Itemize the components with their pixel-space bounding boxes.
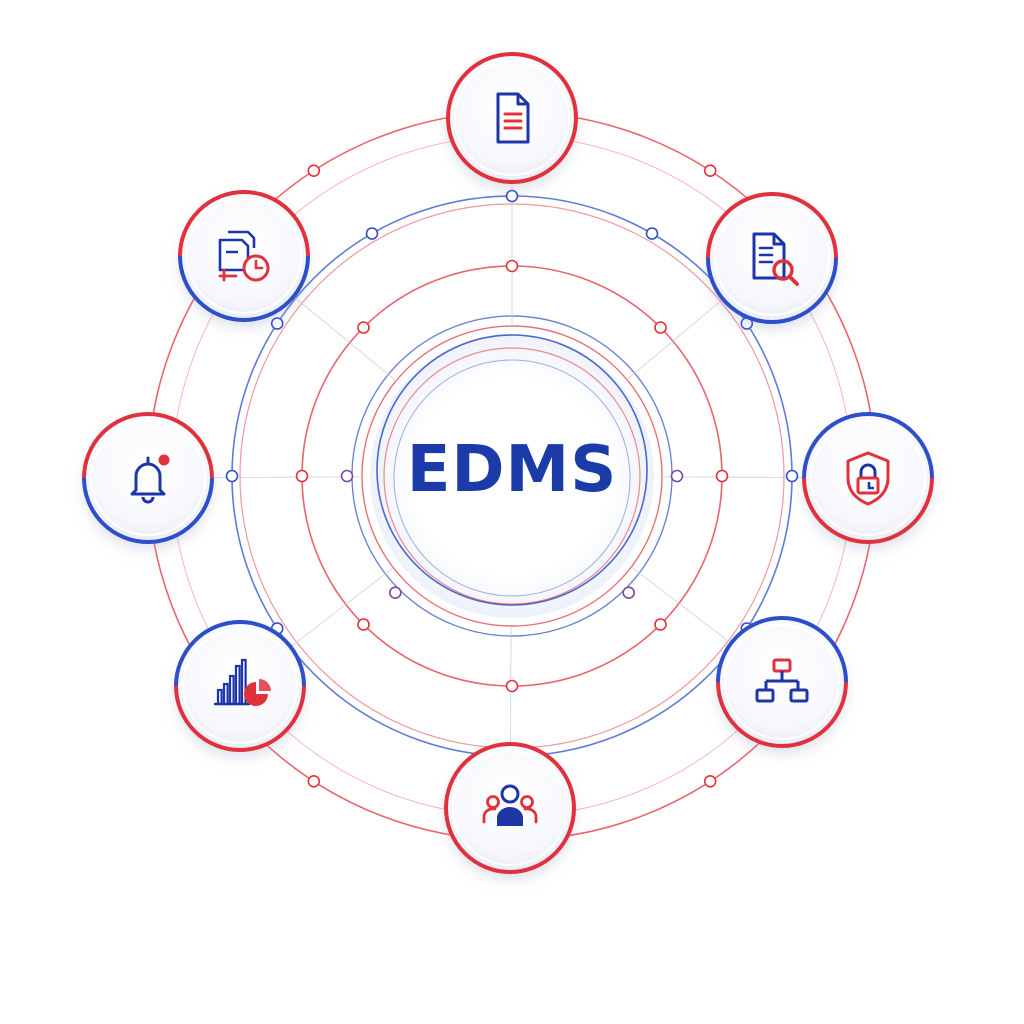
node-ring-top xyxy=(706,192,838,259)
document-icon xyxy=(496,92,530,144)
connector-dot xyxy=(505,189,519,203)
module-node-collaboration[interactable] xyxy=(444,742,576,874)
connector-dot xyxy=(645,227,659,240)
connector-dot xyxy=(654,321,667,334)
node-ring-bottom xyxy=(82,477,214,544)
center-ring-inner xyxy=(393,359,631,597)
module-node-document-search[interactable] xyxy=(706,192,838,324)
node-ring-inner xyxy=(90,420,206,536)
connector-dot xyxy=(715,469,729,483)
bell-icon xyxy=(130,454,170,504)
connector-dot xyxy=(365,227,379,240)
connector-dot xyxy=(295,469,309,483)
node-ring-top xyxy=(82,412,214,479)
center-ring-red xyxy=(383,347,641,605)
node-disc xyxy=(84,414,212,542)
node-ring-inner xyxy=(454,60,570,176)
node-disc xyxy=(708,194,836,322)
connector-dot xyxy=(307,164,321,177)
connector-dot xyxy=(622,586,636,600)
center-disc xyxy=(370,334,654,618)
node-ring-inner xyxy=(724,624,840,740)
node-disc xyxy=(448,54,576,182)
connector-dot xyxy=(703,164,717,177)
node-ring-bottom xyxy=(174,685,306,752)
node-ring-inner xyxy=(810,420,926,536)
connector-dot xyxy=(388,586,402,600)
connector-dot xyxy=(307,774,321,788)
module-node-workflow[interactable] xyxy=(716,616,848,748)
shield-lock-icon xyxy=(846,451,890,506)
module-node-document[interactable] xyxy=(446,52,578,184)
node-ring-inner xyxy=(714,200,830,316)
center-core xyxy=(370,334,654,618)
connector-dot xyxy=(270,317,284,330)
node-ring-inner xyxy=(186,198,302,314)
connector-dot xyxy=(703,774,717,788)
node-ring-top xyxy=(446,52,578,119)
files-clock-icon xyxy=(218,230,270,282)
connector-dot xyxy=(654,618,667,631)
module-node-notifications[interactable] xyxy=(82,412,214,544)
node-ring-bottom xyxy=(706,257,838,324)
connector-dot xyxy=(785,469,799,483)
center-label: EDMS xyxy=(406,433,618,507)
module-nodes xyxy=(82,52,934,874)
connector-dot xyxy=(505,259,519,273)
connector-dot xyxy=(225,469,239,483)
node-ring-top xyxy=(716,616,848,683)
module-node-analytics[interactable] xyxy=(174,620,306,752)
connector-dot xyxy=(340,469,354,483)
node-ring-bottom xyxy=(178,255,310,322)
node-ring-top xyxy=(802,412,934,479)
node-ring-bottom xyxy=(444,807,576,874)
connector-dot xyxy=(670,469,684,483)
node-ring-bottom xyxy=(802,477,934,544)
module-node-version-history[interactable] xyxy=(178,190,310,322)
center-ring-blue xyxy=(376,334,648,606)
node-ring-bottom xyxy=(716,681,848,748)
node-ring-top xyxy=(174,620,306,687)
document-search-icon xyxy=(752,232,799,286)
node-ring-inner xyxy=(452,750,568,866)
connector-dot xyxy=(505,679,519,693)
connector-dot xyxy=(357,321,370,334)
connector-dot xyxy=(357,618,370,631)
node-disc xyxy=(180,192,308,320)
node-ring-top xyxy=(444,742,576,809)
node-ring-bottom xyxy=(446,117,578,184)
module-node-security[interactable] xyxy=(802,412,934,544)
users-icon xyxy=(482,784,538,826)
node-ring-top xyxy=(178,190,310,257)
node-ring-inner xyxy=(182,628,298,744)
bar-pie-chart-icon xyxy=(214,658,271,706)
org-chart-icon xyxy=(755,658,809,703)
